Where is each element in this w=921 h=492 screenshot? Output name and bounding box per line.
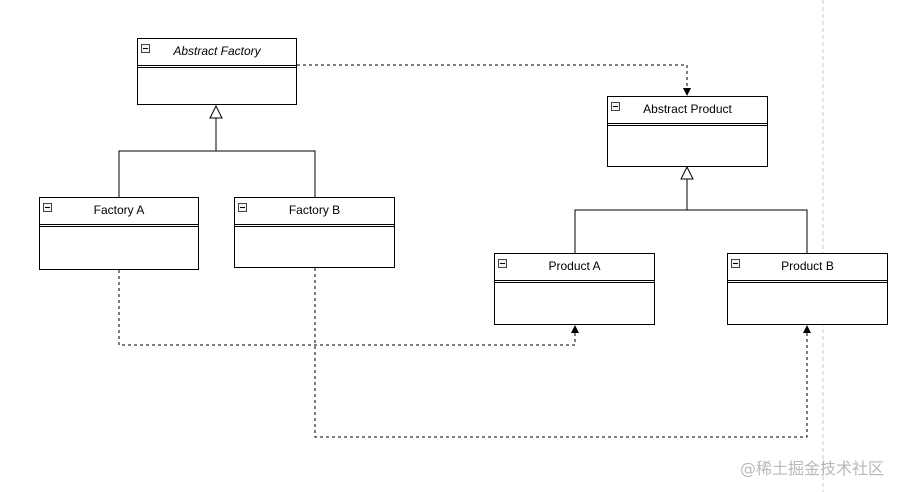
class-section-divider [495, 282, 654, 283]
class-name-product-b: Product B [781, 259, 834, 273]
class-header: Factory B [235, 198, 394, 225]
class-abstract-product[interactable]: Abstract Product [607, 96, 768, 167]
collapse-icon[interactable] [141, 44, 150, 53]
generalization-arrowhead-abstract-factory [209, 104, 223, 119]
collapse-icon[interactable] [611, 102, 620, 111]
generalization-line-factory-b [216, 150, 316, 197]
class-factory-a[interactable]: Factory A [39, 197, 199, 270]
class-product-b[interactable]: Product B [727, 253, 888, 325]
watermark-text: @稀土掘金技术社区 [740, 459, 885, 478]
class-product-a[interactable]: Product A [494, 253, 655, 325]
class-section-divider [728, 282, 887, 283]
class-section-divider [608, 125, 767, 126]
class-header: Abstract Product [608, 97, 767, 124]
generalization-line-product-a [574, 209, 687, 253]
generalization-arrowhead-abstract-product [680, 165, 694, 180]
generalization-line-factory-a [118, 150, 216, 197]
class-header: Abstract Factory [138, 39, 296, 66]
class-section-divider [40, 226, 198, 227]
collapse-icon[interactable] [498, 259, 507, 268]
class-name-abstract-factory: Abstract Factory [173, 44, 261, 58]
class-name-factory-a: Factory A [93, 203, 145, 217]
dependency-factory-a-to-product-a [118, 270, 579, 346]
generalization-line-product-b [687, 209, 808, 253]
dependency-arrowhead-abstract-product [683, 88, 691, 96]
collapse-icon[interactable] [238, 203, 247, 212]
class-section-divider [235, 226, 394, 227]
class-name-factory-b: Factory B [288, 203, 341, 217]
class-abstract-factory[interactable]: Abstract Factory [137, 38, 297, 105]
class-header: Factory A [40, 198, 198, 225]
class-name-abstract-product: Abstract Product [643, 102, 732, 116]
class-header: Product A [495, 254, 654, 281]
class-header: Product B [728, 254, 887, 281]
dependency-arrowhead-product-a [571, 325, 579, 333]
class-section-divider [138, 67, 296, 68]
dependency-arrowhead-product-b [803, 325, 811, 333]
dependency-abstract-factory-to-abstract-product [297, 64, 691, 96]
class-factory-b[interactable]: Factory B [234, 197, 395, 268]
class-name-product-a: Product A [548, 259, 601, 273]
dependency-factory-b-to-product-b [314, 268, 811, 438]
generalization-products [574, 165, 808, 253]
generalization-factories [118, 104, 316, 197]
collapse-icon[interactable] [731, 259, 740, 268]
collapse-icon[interactable] [43, 203, 52, 212]
